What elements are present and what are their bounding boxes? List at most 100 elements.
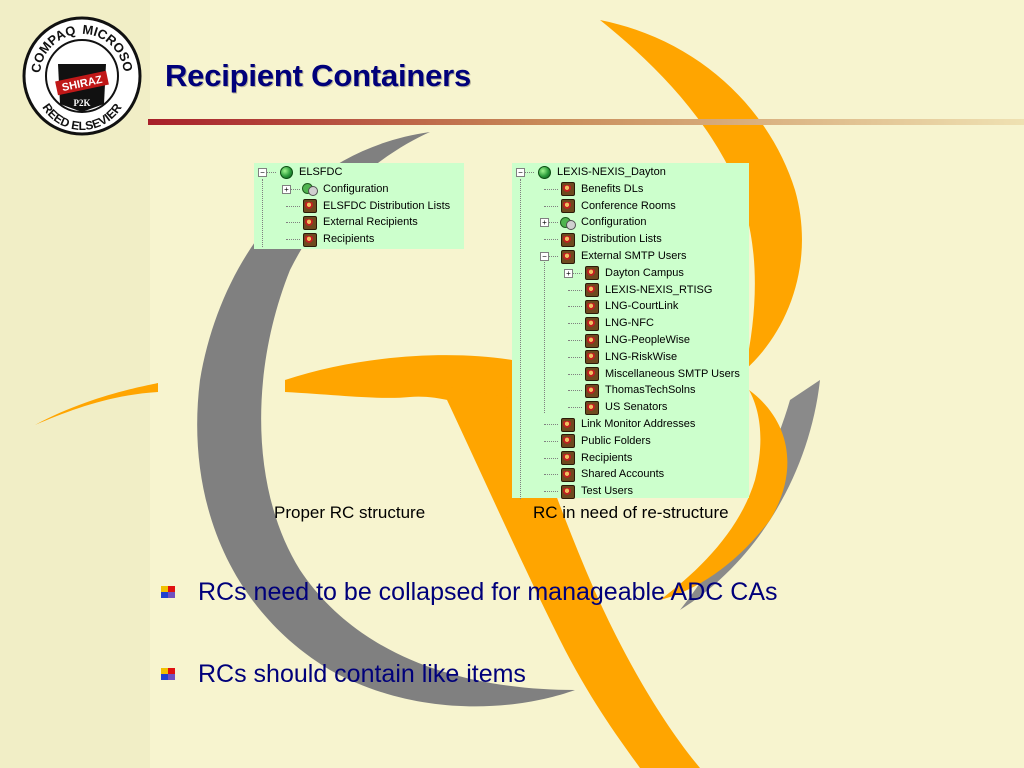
recipients-icon xyxy=(560,417,575,432)
tree-connector xyxy=(286,205,300,207)
tree-node-label: Recipients xyxy=(323,233,375,246)
tree-node[interactable]: External Recipients xyxy=(302,214,418,230)
tree-node[interactable]: LEXIS-NEXIS_Dayton xyxy=(536,164,666,180)
tree-connector xyxy=(520,172,534,173)
tree-node-label: LEXIS-NEXIS_Dayton xyxy=(557,166,666,178)
tree-node-label: LNG-PeopleWise xyxy=(605,334,690,346)
bullet-icon xyxy=(161,586,175,598)
tree-node-label: Configuration xyxy=(323,182,389,195)
tree-node[interactable]: ELSFDC Distribution Lists xyxy=(302,198,450,214)
tree-node-label: Test Users xyxy=(581,485,633,498)
recipients-icon xyxy=(560,199,575,214)
globe-icon xyxy=(280,165,293,179)
collapse-icon[interactable]: − xyxy=(516,168,525,177)
tree-node[interactable]: Conference Rooms xyxy=(560,198,676,214)
tree-node[interactable]: LNG-RiskWise xyxy=(584,349,677,365)
expand-icon[interactable]: + xyxy=(564,268,573,278)
gray-arc-right xyxy=(680,380,820,610)
slide-title: Recipient Containers xyxy=(165,58,472,93)
recipients-icon xyxy=(584,283,599,298)
tree-connector xyxy=(568,306,582,308)
tree-node[interactable]: Public Folders xyxy=(560,433,651,449)
tree-node-label: LNG-RiskWise xyxy=(605,350,678,363)
orange-swoosh-left xyxy=(35,383,158,425)
recipients-icon xyxy=(560,434,575,449)
caption-proper-rc: Proper RC structure xyxy=(274,503,426,522)
tree-connector xyxy=(286,188,300,190)
orange-arc-bottom xyxy=(440,385,700,768)
tree-guide xyxy=(520,179,521,499)
tree-connector xyxy=(568,340,582,341)
tree-node[interactable]: LNG-CourtLink xyxy=(584,298,678,314)
tree-node-label: External Recipients xyxy=(323,216,418,229)
tree-node[interactable]: Shared Accounts xyxy=(560,466,664,482)
collapse-icon[interactable]: − xyxy=(540,252,549,261)
tree-node[interactable]: External SMTP Users xyxy=(560,248,687,264)
recipients-icon xyxy=(560,451,575,466)
expand-icon[interactable]: + xyxy=(540,218,549,228)
tree-node[interactable]: Distribution Lists xyxy=(560,231,662,247)
bullet-icon xyxy=(161,668,175,680)
tree-node[interactable]: Link Monitor Addresses xyxy=(560,416,695,432)
orange-arc-right xyxy=(660,390,788,600)
orange-arc-top xyxy=(600,20,802,370)
tree-node[interactable]: LNG-NFC xyxy=(584,315,654,331)
tree-node[interactable]: Benefits DLs xyxy=(560,181,643,197)
tree-node[interactable]: Configuration xyxy=(302,181,388,197)
tree-node[interactable]: LNG-PeopleWise xyxy=(584,332,690,348)
recipients-icon xyxy=(584,266,599,281)
recipients-icon xyxy=(560,232,575,247)
tree-node-label: Distribution Lists xyxy=(581,233,662,246)
orange-wedge xyxy=(285,355,512,420)
tree-connector xyxy=(568,323,582,325)
tree-node-label: Miscellaneous SMTP Users xyxy=(605,367,740,380)
collapse-icon[interactable]: − xyxy=(258,168,267,177)
tree-node-label: ELSFDC Distribution Lists xyxy=(323,199,451,212)
tree-connector xyxy=(286,239,300,241)
tree-connector xyxy=(544,440,558,442)
recipients-icon xyxy=(584,400,599,415)
tree-connector xyxy=(568,272,582,274)
tree-node[interactable]: Dayton Campus xyxy=(584,265,684,281)
recipients-icon xyxy=(584,350,599,365)
tree-node[interactable]: ThomasTechSolns xyxy=(584,382,696,398)
tree-node-label: Dayton Campus xyxy=(605,266,684,279)
bullet-item: RCs should contain like items xyxy=(160,660,526,689)
tree-node-label: Configuration xyxy=(581,216,647,229)
recipients-icon xyxy=(584,383,599,398)
tree-connector xyxy=(544,474,558,476)
recipients-icon xyxy=(302,215,317,230)
tree-node[interactable]: Configuration xyxy=(560,214,646,230)
tree-node[interactable]: Miscellaneous SMTP Users xyxy=(584,366,740,382)
recipients-icon xyxy=(584,316,599,331)
title-rule xyxy=(148,119,1024,125)
tree-node-label: Benefits DLs xyxy=(581,182,644,195)
tree-node[interactable]: Recipients xyxy=(560,450,632,466)
tree-node[interactable]: US Senators xyxy=(584,399,667,415)
bullet-item: RCs need to be collapsed for manageable … xyxy=(160,578,778,607)
tree-connector xyxy=(544,205,558,207)
tree-node-label: LNG-NFC xyxy=(605,317,654,330)
tree-node-label: LEXIS-NEXIS_RTISG xyxy=(605,283,713,296)
tree-node[interactable]: ELSFDC xyxy=(278,164,342,180)
tree-node-label: Shared Accounts xyxy=(581,468,665,481)
bullet-text: RCs should contain like items xyxy=(198,660,526,688)
recipients-icon xyxy=(302,199,317,214)
tree-node-label: LNG-CourtLink xyxy=(605,300,679,313)
tree-connector xyxy=(544,256,558,257)
tree-node[interactable]: LEXIS-NEXIS_RTISG xyxy=(584,282,712,298)
tree-connector xyxy=(544,222,558,224)
expand-icon[interactable]: + xyxy=(282,184,291,194)
tree-node[interactable]: Test Users xyxy=(560,483,633,499)
tree-node-label: External SMTP Users xyxy=(581,250,687,262)
config-icon xyxy=(302,182,318,197)
tree-node-label: ThomasTechSolns xyxy=(605,384,696,397)
tree-connector xyxy=(544,188,558,190)
tree-connector xyxy=(568,390,582,392)
recipients-icon xyxy=(302,232,317,247)
recipients-icon xyxy=(560,249,575,264)
tree-node[interactable]: Recipients xyxy=(302,231,374,247)
